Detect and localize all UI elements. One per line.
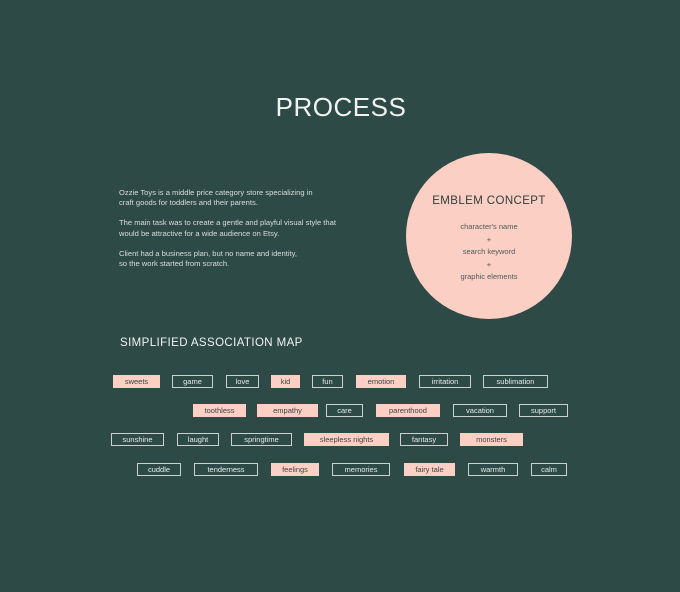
emblem-line: character's name — [460, 222, 518, 231]
tag-game: game — [172, 375, 213, 388]
tag-calm: calm — [531, 463, 567, 476]
tag-fairy-tale: fairy tale — [404, 463, 455, 476]
intro-text: Ozzie Toys is a middle price category st… — [119, 188, 399, 279]
tag-cuddle: cuddle — [137, 463, 181, 476]
tag-toothless: toothless — [193, 404, 246, 417]
tag-tenderness: tenderness — [194, 463, 258, 476]
tag-care: care — [326, 404, 363, 417]
tag-memories: memories — [332, 463, 390, 476]
tag-empathy: empathy — [257, 404, 318, 417]
tag-fun: fun — [312, 375, 343, 388]
emblem-plus: + — [486, 260, 492, 269]
tag-fantasy: fantasy — [400, 433, 448, 446]
tag-vacation: vacation — [453, 404, 507, 417]
tag-support: support — [519, 404, 568, 417]
tag-love: love — [226, 375, 259, 388]
emblem-concept-title: EMBLEM CONCEPT — [432, 195, 546, 207]
tag-laught: laught — [177, 433, 219, 446]
association-map-heading: SIMPLIFIED ASSOCIATION MAP — [120, 337, 303, 349]
emblem-line: search keyword — [462, 247, 516, 256]
intro-paragraph: Client had a business plan, but no name … — [119, 248, 298, 269]
tag-warmth: warmth — [468, 463, 518, 476]
intro-paragraph: The main task was to create a gentle and… — [119, 218, 336, 238]
tag-emotion: emotion — [356, 375, 406, 388]
tag-parenthood: parenthood — [376, 404, 440, 417]
tag-kid: kid — [271, 375, 300, 388]
emblem-line: graphic elements — [460, 272, 518, 281]
emblem-concept-circle: EMBLEM CONCEPT character's name + search… — [406, 153, 572, 319]
tag-sleepless-nights: sleepless nights — [304, 433, 389, 446]
tag-feelings: feelings — [271, 463, 319, 476]
emblem-plus: + — [486, 235, 492, 244]
tag-sublimation: sublimation — [483, 375, 548, 388]
tag-monsters: monsters — [460, 433, 523, 446]
tag-irritation: irritation — [419, 375, 471, 388]
page-title: PROCESS — [275, 92, 407, 122]
tag-sunshine: sunshine — [111, 433, 164, 446]
intro-paragraph: Ozzie Toys is a middle price category st… — [119, 188, 313, 208]
tag-sweets: sweets — [113, 375, 160, 388]
tag-springtime: springtime — [231, 433, 292, 446]
